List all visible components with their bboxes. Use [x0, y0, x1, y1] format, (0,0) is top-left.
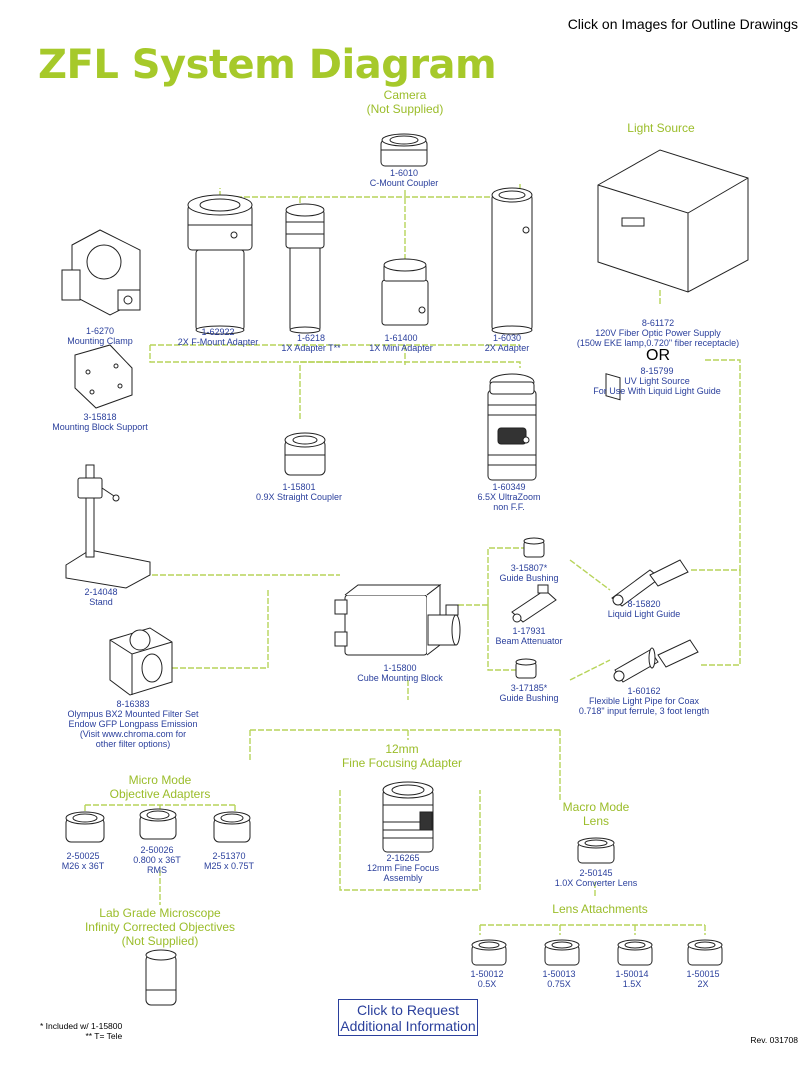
request-info-line-2: Additional Information — [340, 1018, 476, 1034]
liquid-light-guide-drawing — [611, 559, 689, 607]
mounting-block-support-drawing — [74, 344, 133, 409]
group-lens-attachments: Lens Attachments — [552, 902, 648, 916]
group-camera: Camera(Not Supplied) — [366, 88, 444, 116]
mounting-clamp-drawing — [61, 229, 141, 316]
objective-adapter-drawings — [65, 808, 251, 843]
revision-label: Rev. 031708 — [750, 1035, 798, 1045]
lens-attachment-drawings — [471, 939, 723, 966]
request-info-button[interactable]: Click to Request Additional Information — [338, 999, 478, 1036]
adapter-2x-drawing — [491, 187, 533, 335]
beam-attenuator-drawing — [511, 584, 557, 623]
footnotes: * Included w/ 1-15800** T= Tele — [40, 1021, 123, 1041]
stand-drawing — [65, 464, 151, 589]
adapter-1x-t-drawing — [285, 203, 325, 334]
mini-adapter-drawing — [381, 258, 429, 326]
request-info-line-1: Click to Request — [357, 1002, 459, 1018]
part-label-3-15807[interactable]: 3-15807*Guide Bushing — [499, 563, 559, 583]
guide-bushing-bottom-drawing — [515, 658, 537, 679]
page-title: ZFL System Diagram — [38, 42, 497, 88]
fine-focus-drawing — [382, 781, 434, 853]
macro-lens-drawing — [577, 837, 615, 864]
filter-set-drawing — [109, 627, 173, 696]
connector-lines — [84, 184, 741, 935]
light-source-drawing — [597, 149, 749, 401]
outline-drawings-link[interactable]: Click on Images for Outline Drawings — [567, 16, 798, 32]
cube-mounting-block-drawing — [334, 583, 461, 656]
c-mount-coupler-drawing — [380, 133, 428, 167]
or-label: OR — [646, 347, 670, 364]
straight-coupler-drawing — [284, 432, 326, 476]
f-mount-adapter-drawing — [187, 194, 253, 335]
ultrazoom-drawing — [487, 373, 537, 481]
group-light-source: Light Source — [627, 121, 695, 135]
part-label-3-17185[interactable]: 3-17185*Guide Bushing — [499, 683, 559, 703]
flexible-light-pipe-drawing — [613, 639, 699, 683]
guide-bushing-top-drawing — [523, 537, 545, 558]
objective-drawing — [145, 949, 177, 1006]
